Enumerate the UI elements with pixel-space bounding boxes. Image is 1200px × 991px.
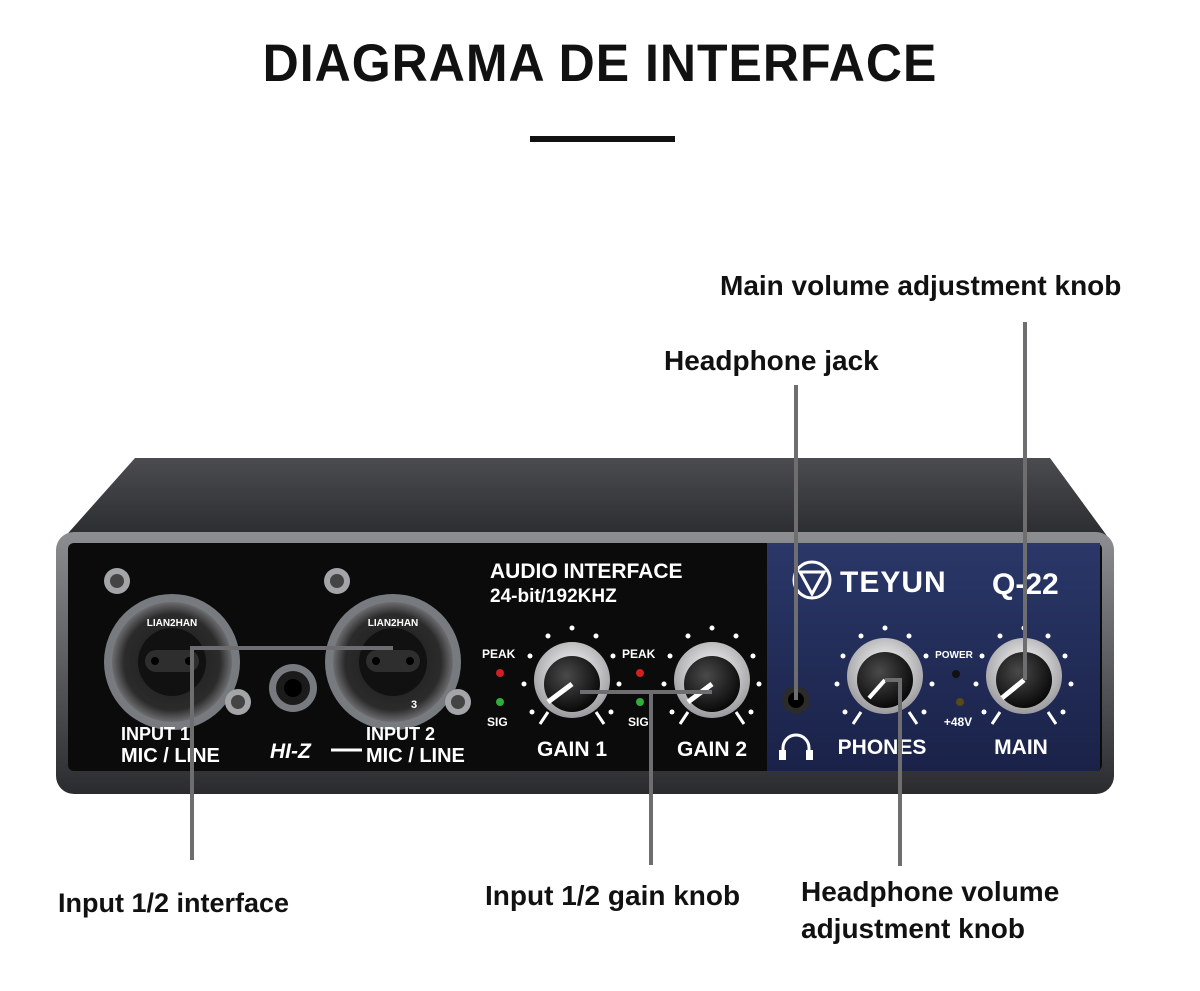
headphone-icon [779, 733, 813, 760]
sig-2-led [636, 698, 644, 706]
gain-2-label: GAIN 2 [677, 738, 747, 761]
main-label: MAIN [994, 736, 1048, 759]
gain-1-knob [521, 625, 622, 725]
power-label: POWER [935, 650, 974, 661]
callout-headphone-volume-2: adjustment knob [801, 913, 1026, 944]
power-led [952, 670, 960, 678]
callout-leaders [190, 322, 1027, 866]
peak-1-label: PEAK [482, 647, 516, 661]
product-name: AUDIO INTERFACE [490, 560, 683, 583]
peak-2-led [636, 669, 644, 677]
page-title: DIAGRAMA DE INTERFACE [262, 33, 938, 93]
callout-gain-knob: Input 1/2 gain knob [485, 880, 741, 911]
chassis-top [62, 458, 1110, 540]
sig-1-led [496, 698, 504, 706]
title-underline [530, 136, 675, 142]
peak-2-label: PEAK [622, 647, 656, 661]
peak-1-led [496, 669, 504, 677]
leader-input-interface [190, 646, 393, 860]
hi-z-jack [269, 664, 317, 712]
callout-main-volume: Main volume adjustment knob [720, 270, 1122, 301]
product-spec: 24-bit/192KHZ [490, 586, 617, 607]
input-1-type-label: MIC / LINE [121, 745, 220, 767]
hi-z-label: HI-Z [270, 740, 312, 763]
xlr-2-brand: LIAN2HAN [368, 618, 419, 629]
input-2-type-label: MIC / LINE [366, 745, 465, 767]
callout-headphone-jack: Headphone jack [664, 345, 879, 376]
leader-headphone-volume [885, 678, 902, 866]
leader-gain-knob [580, 690, 712, 865]
sig-1-label: SIG [487, 715, 508, 729]
brand-name: TEYUN [840, 566, 947, 599]
phones-label: PHONES [838, 736, 927, 759]
phantom-led [956, 698, 964, 706]
input-1-combo-jack [104, 568, 251, 730]
sig-2-label: SIG [628, 715, 649, 729]
input-2-label: INPUT 2 [366, 724, 435, 744]
callout-input-interface: Input 1/2 interface [58, 888, 290, 918]
callout-headphone-volume-1: Headphone volume [801, 876, 1060, 907]
input-1-label: INPUT 1 [121, 724, 190, 744]
xlr-2-pin: 3 [411, 699, 417, 711]
input-2-combo-jack [324, 568, 471, 730]
phantom-label: +48V [944, 715, 972, 729]
xlr-1-brand: LIAN2HAN [147, 618, 198, 629]
gain-1-label: GAIN 1 [537, 738, 607, 761]
